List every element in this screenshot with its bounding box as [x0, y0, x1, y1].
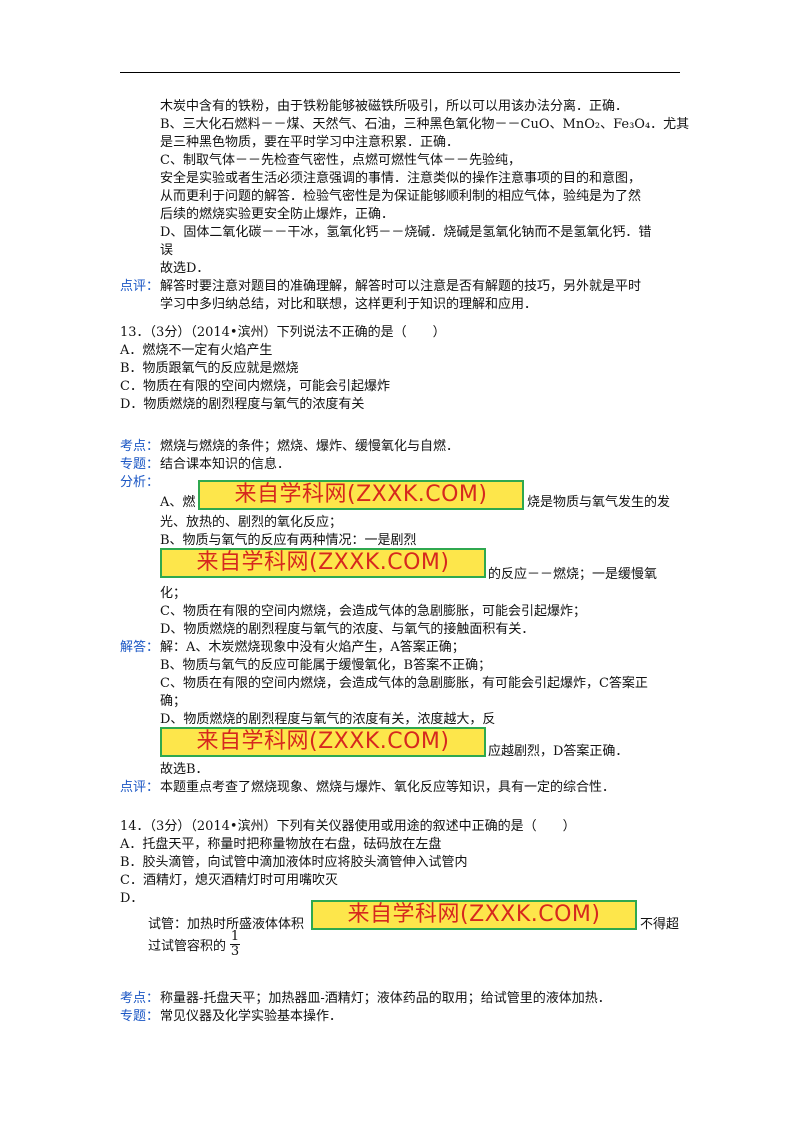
kaodian-label: 考点：	[120, 439, 160, 454]
option-c: C．物质在有限的空间内燃烧，可能会引起爆炸	[120, 379, 390, 394]
option-d-text: 试管：加热时所盛液体体积	[148, 917, 305, 932]
analysis-line: D、物质燃烧的剧烈程度与氧气的浓度、与氧气的接触面积有关．	[160, 622, 535, 637]
solution-line: 确；	[160, 694, 187, 709]
fraction-denominator: 3	[230, 944, 240, 959]
watermark-banner: 来自学科网(ZXXK.COM)	[160, 548, 486, 578]
zhuanti-label: 专题：	[120, 457, 160, 472]
zhuanti-label: 专题：	[120, 1009, 160, 1024]
question-stem: 14．（3分）（2014•滨州）下列有关仪器使用或用途的叙述中正确的是（ ）	[120, 819, 576, 834]
fenxi-label: 分析：	[120, 475, 160, 490]
fraction-bar	[230, 944, 240, 945]
analysis-line: 的反应－－燃烧；一是缓慢氧	[488, 567, 658, 582]
text-line: C、制取气体－－先检查气密性，点燃可燃性气体－－先验纯，	[160, 153, 521, 168]
jieda-label: 解答：	[120, 640, 160, 655]
analysis-line: B、物质与氧气的反应有两种情况：一是剧烈	[160, 533, 417, 548]
solution-line: B、物质与氧气的反应可能属于缓慢氧化，B答案不正确；	[160, 658, 492, 673]
comment-text: 学习中多归纳总结，对比和联想，这样更利于知识的理解和应用．	[160, 297, 538, 312]
fraction: 1 3	[228, 930, 242, 959]
solution-line: 应越剧烈，D答案正确．	[488, 744, 629, 759]
zhuanti-text: 结合课本知识的信息．	[160, 457, 291, 472]
watermark-banner: 来自学科网(ZXXK.COM)	[311, 900, 637, 930]
option-d: D．物质燃烧的剧烈程度与氧气的浓度有关	[120, 397, 365, 412]
kaodian-text: 称量器-托盘天平；加热器皿-酒精灯；液体药品的取用；给试管里的液体加热．	[160, 991, 611, 1006]
answer-line: 故选B．	[160, 762, 209, 777]
solution-line: D、物质燃烧的剧烈程度与氧气的浓度有关，浓度越大，反	[160, 712, 496, 727]
option-c: C．酒精灯，熄灭酒精灯时可用嘴吹灭	[120, 873, 338, 888]
header-rule	[120, 72, 680, 73]
fraction-numerator: 1	[230, 929, 240, 944]
question-stem: 13．（3分）（2014•滨州）下列说法不正确的是（ ）	[120, 325, 446, 340]
text-line: 安全是实验或者生活必须注意强调的事情．注意类似的操作注意事项的目的和意图，	[160, 171, 642, 186]
solution-line: 解：A、木炭燃烧现象中没有火焰产生，A答案正确；	[160, 640, 465, 655]
text-line: 从而更利于问题的解答．检验气密性是为保证能够顺利制的相应气体，验纯是为了然	[160, 189, 642, 204]
option-b: B．胶头滴管，向试管中滴加液体时应将胶头滴管伸入试管内	[120, 855, 468, 870]
comment-text: 解答时要注意对题目的准确理解，解答时可以注意是否有解题的技巧，另外就是平时	[160, 279, 642, 294]
option-d-text: 不得超	[640, 917, 680, 932]
analysis-line: 烧是物质与氧气发生的发	[527, 495, 671, 510]
option-d-text: 过试管容积的	[148, 939, 227, 954]
text-line: 误	[160, 243, 174, 258]
text-line: 木炭中含有的铁粉，由于铁粉能够被磁铁所吸引，所以可以用该办法分离．正确．	[160, 99, 629, 114]
option-d: D．	[120, 891, 144, 906]
zhuanti-text: 常见仪器及化学实验基本操作．	[160, 1009, 343, 1024]
watermark-banner: 来自学科网(ZXXK.COM)	[198, 480, 524, 510]
option-b: B．物质跟氧气的反应就是燃烧	[120, 361, 299, 376]
kaodian-label: 考点：	[120, 991, 160, 1006]
solution-line: C、物质在有限的空间内燃烧，会造成气体的急剧膨胀，有可能会引起爆炸，C答案正	[160, 676, 648, 691]
text-line: D、固体二氧化碳－－干冰，氢氧化钙－－烧碱．烧碱是氢氧化钠而不是氢氧化钙．错	[160, 225, 652, 240]
kaodian-text: 燃烧与燃烧的条件；燃烧、爆炸、缓慢氧化与自燃．	[160, 439, 460, 454]
option-a: A．燃烧不一定有火焰产生	[120, 343, 273, 358]
analysis-line: 化；	[160, 586, 187, 601]
comment-label: 点评：	[120, 279, 160, 294]
answer-line: 故选D．	[160, 261, 210, 276]
analysis-line: C、物质在有限的空间内燃烧，会造成气体的急剧膨胀，可能会引起爆炸；	[160, 604, 586, 619]
comment-label: 点评：	[120, 780, 160, 795]
text-line: 是三种黑色物质，要在平时学习中注意积累．正确．	[160, 135, 460, 150]
option-a: A．托盘天平，称量时把称量物放在右盘，砝码放在左盘	[120, 837, 442, 852]
analysis-line: A、燃	[160, 495, 196, 510]
text-line: B、三大化石燃料－－煤、天然气、石油，三种黑色氧化物－－CuO、MnO₂、Fe₃…	[160, 117, 690, 132]
text-line: 后续的燃烧实验更安全防止爆炸，正确．	[160, 207, 395, 222]
analysis-line: 光、放热的、剧烈的氧化反应；	[160, 515, 343, 530]
comment-text: 本题重点考查了燃烧现象、燃烧与爆炸、氧化反应等知识，具有一定的综合性．	[160, 780, 616, 795]
watermark-banner: 来自学科网(ZXXK.COM)	[160, 727, 486, 757]
